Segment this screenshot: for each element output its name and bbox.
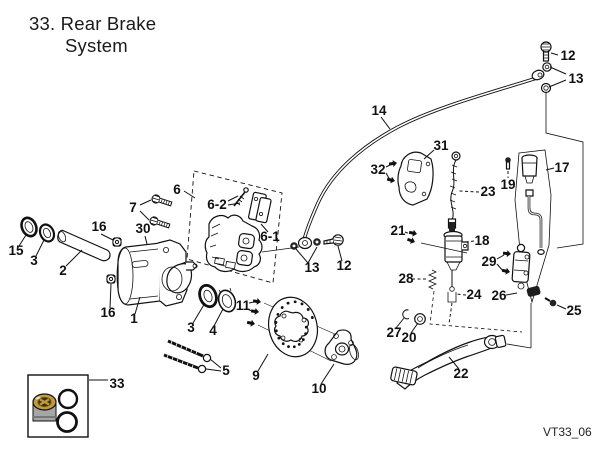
- callout-9: 9: [252, 368, 260, 383]
- callout-5: 5: [222, 363, 230, 378]
- nut-16-bottom: [106, 274, 116, 284]
- callout-23: 23: [480, 184, 496, 199]
- callout-13-mid: 13: [304, 260, 320, 275]
- callout-22: 22: [453, 366, 468, 381]
- callout-11: 11: [236, 298, 251, 313]
- return-spring-28: [427, 269, 438, 290]
- sleeve-2: [57, 229, 111, 262]
- callout-13-top: 13: [568, 71, 584, 86]
- disc-bolt-11-c: [245, 318, 257, 328]
- disc-bolt-11-a: [252, 296, 262, 306]
- seal-3-left: [38, 223, 56, 243]
- callout-33-kit: 33: [109, 376, 125, 391]
- callout-2: 2: [59, 263, 67, 278]
- o-ring-thick: [56, 411, 78, 433]
- callout-17: 17: [554, 160, 569, 175]
- diagram-title: 33. Rear Brake System: [29, 13, 156, 57]
- pin-21-a: [407, 228, 419, 238]
- caliper-assembly-6: [204, 214, 263, 273]
- valve-assembly: [511, 243, 531, 290]
- title-line-1: 33. Rear Brake: [29, 13, 157, 34]
- reservoir-tube: [525, 189, 545, 256]
- caliper-bolt-7-b: [148, 215, 172, 231]
- title-line-2: System: [65, 35, 128, 56]
- bracket-bolt-32-a: [388, 159, 398, 169]
- callout-18: 18: [474, 233, 490, 248]
- link-line-2: [506, 343, 532, 349]
- callout-3-left: 3: [30, 253, 38, 268]
- seal-kit-33: [27, 374, 89, 438]
- master-cylinder-18: [443, 222, 469, 271]
- callout-28: 28: [398, 271, 414, 286]
- cylinder-body-1-30: [116, 239, 198, 307]
- bolt-25: [544, 297, 557, 307]
- reservoir-cup: [521, 154, 538, 184]
- callout-7: 7: [129, 200, 137, 215]
- callout-21: 21: [390, 223, 406, 238]
- brake-disc-9: [268, 296, 318, 358]
- callout-31: 31: [433, 138, 449, 153]
- callout-16-bottom: 16: [100, 305, 116, 320]
- callout-27: 27: [386, 325, 401, 340]
- brake-hose-14: [302, 75, 541, 241]
- nut-16-top: [112, 237, 122, 247]
- callout-6-1: 6-1: [260, 229, 280, 244]
- caliper-bracket-31: [397, 151, 434, 206]
- stud-bolts-5: [163, 339, 212, 374]
- o-ring-large: [57, 388, 79, 410]
- banjo-fitting-center: [261, 236, 321, 253]
- callout-20: 20: [401, 330, 416, 345]
- plug-26: [526, 285, 541, 297]
- callout-15: 15: [8, 243, 24, 258]
- callout-6: 6: [173, 182, 181, 197]
- ring-4: [217, 287, 237, 313]
- callout-1: 1: [130, 311, 138, 326]
- callout-14: 14: [371, 103, 387, 118]
- brake-pedal-22: [390, 334, 507, 390]
- callout-12-mid: 12: [336, 258, 351, 273]
- leader-lines: [18, 52, 567, 385]
- dust-seal-15: [20, 216, 38, 238]
- caliper-piston: [32, 393, 57, 422]
- callout-6-2: 6-2: [207, 197, 227, 212]
- mount-panel-17: [514, 149, 552, 304]
- sealing-washers-13-top: [531, 62, 552, 94]
- callout-19: 19: [500, 177, 515, 192]
- valve-bolt-29-a: [502, 249, 512, 258]
- banjo-bolt-12-center: [323, 234, 344, 246]
- callout-26: 26: [491, 288, 507, 303]
- circlip-27: [402, 309, 410, 320]
- caliper-bolt-7-a: [150, 193, 174, 209]
- callout-29: 29: [481, 254, 496, 269]
- reservoir-bolt-19: [505, 157, 511, 178]
- callout-25: 25: [566, 303, 582, 318]
- push-rod-24: [447, 270, 457, 325]
- reference-line-hose-to-panel: [545, 93, 584, 249]
- pin-21-axis-line: [420, 242, 468, 254]
- callout-4: 4: [209, 323, 217, 338]
- figure-code: VT33_06: [543, 425, 592, 439]
- callout-16-top: 16: [91, 219, 107, 234]
- callout-32: 32: [370, 162, 385, 177]
- callout-12-top: 12: [560, 48, 575, 63]
- washer-20: [414, 313, 426, 325]
- callout-30: 30: [135, 221, 150, 236]
- brake-pads-6-1: [247, 191, 272, 224]
- disc-bolt-11-b: [250, 306, 260, 316]
- pin-21-b: [405, 235, 417, 246]
- callout-10: 10: [311, 381, 326, 396]
- disc-drill-holes: [274, 300, 314, 349]
- phantom-bracket-line: [429, 290, 523, 333]
- caliper-group-box: [186, 170, 283, 284]
- seal-3-bottom: [198, 283, 218, 309]
- hub-10: [324, 329, 359, 365]
- banjo-bolt-12-top: [540, 41, 552, 62]
- valve-bolt-29-b: [500, 266, 512, 276]
- callout-3-bottom: 3: [187, 320, 195, 335]
- callout-24: 24: [466, 287, 482, 302]
